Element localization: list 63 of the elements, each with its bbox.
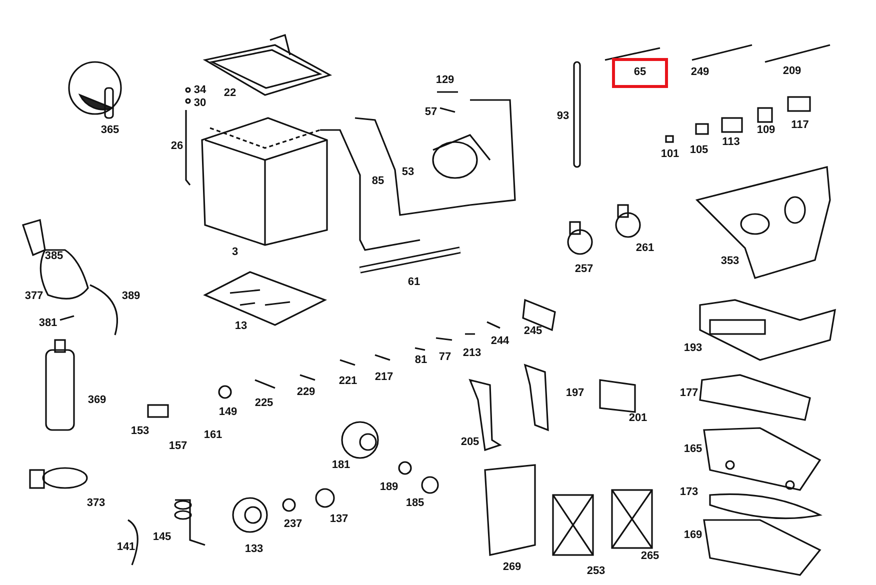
callout-number: 373 [86, 497, 106, 509]
highlight-frame [612, 58, 668, 88]
callout-number: 209 [782, 65, 802, 77]
callout-number: 249 [690, 66, 710, 78]
callout-number: 77 [438, 351, 452, 363]
callout-number: 117 [791, 119, 809, 131]
callout-number: 153 [130, 425, 150, 437]
callout-number: 81 [414, 354, 428, 366]
callout-number: 193 [684, 342, 702, 354]
callout-number: 177 [680, 387, 698, 399]
callout-number: 225 [254, 397, 274, 409]
callout-number: 261 [636, 242, 654, 254]
callout-number: 377 [24, 290, 44, 302]
callout-number: 129 [436, 74, 454, 86]
callout-number: 161 [204, 429, 222, 441]
callout-number: 369 [88, 394, 106, 406]
callout-number: 365 [100, 124, 120, 136]
callout-number: 221 [338, 375, 358, 387]
callout-number: 245 [524, 325, 542, 337]
callout-number: 13 [234, 320, 248, 332]
callout-number: 26 [170, 140, 184, 152]
callout-number: 197 [566, 387, 584, 399]
callout-number: 101 [660, 148, 680, 160]
callout-number: 61 [408, 276, 420, 288]
callout-number: 65 [634, 66, 646, 78]
callout-number: 57 [424, 106, 438, 118]
callout-number: 145 [152, 531, 172, 543]
callout-number: 181 [332, 459, 350, 471]
callout-number: 385 [44, 250, 64, 262]
callout-number: 113 [722, 136, 740, 148]
callout-number: 53 [402, 166, 414, 178]
callout-number: 265 [640, 550, 660, 562]
callout-number: 85 [372, 175, 384, 187]
callout-number: 253 [586, 565, 606, 577]
callout-number: 269 [502, 561, 522, 573]
callout-number: 217 [374, 371, 394, 383]
callout-number: 353 [720, 255, 740, 267]
callout-number: 30 [194, 97, 206, 109]
callout-number: 165 [684, 443, 702, 455]
callout-number: 237 [284, 518, 302, 530]
callout-number: 244 [490, 335, 510, 347]
callout-number: 257 [574, 263, 594, 275]
callout-number: 133 [244, 543, 264, 555]
callout-number: 137 [330, 513, 348, 525]
callout-number: 3 [232, 246, 238, 258]
callout-number: 22 [224, 87, 236, 99]
callout-number: 105 [690, 144, 708, 156]
callout-number: 229 [296, 386, 316, 398]
callout-number: 201 [628, 412, 648, 424]
callout-number: 189 [380, 481, 398, 493]
callout-number: 169 [684, 529, 702, 541]
callout-number: 173 [680, 486, 698, 498]
callout-number: 157 [168, 440, 188, 452]
callout-number: 149 [218, 406, 238, 418]
callout-number: 389 [122, 290, 140, 302]
callout-number: 141 [116, 541, 136, 553]
callout-number: 93 [556, 110, 570, 122]
callout-number: 34 [194, 84, 206, 96]
callout-number: 213 [462, 347, 482, 359]
callout-number: 381 [38, 317, 58, 329]
callout-number: 185 [406, 497, 424, 509]
callout-number: 205 [460, 436, 480, 448]
callout-number: 109 [756, 124, 776, 136]
